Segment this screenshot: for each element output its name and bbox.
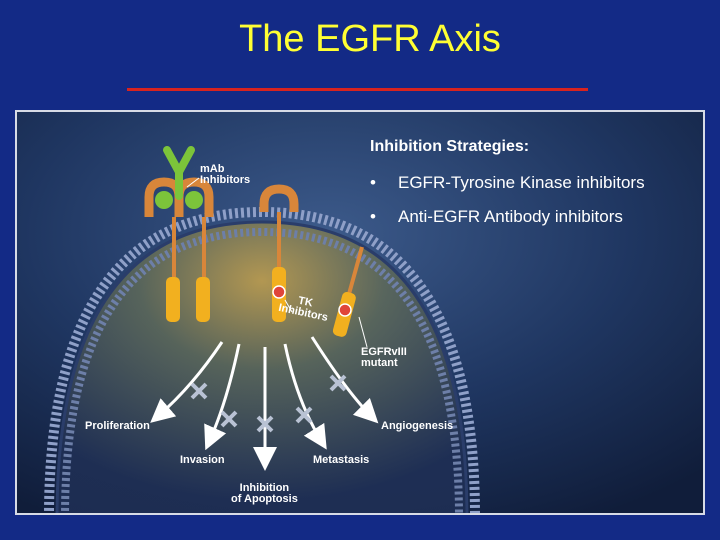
block-marks: [190, 374, 347, 433]
arrow-angiogenesis: [310, 336, 379, 424]
title-underline: [127, 88, 588, 91]
arrow-invasion: [204, 343, 241, 451]
tk-receptor: [259, 184, 299, 322]
outcome-apoptosis: Inhibition of Apoptosis: [231, 482, 298, 505]
bullet: •: [370, 173, 376, 192]
strategy-item-antibody: • Anti-EGFR Antibody inhibitors: [370, 207, 700, 227]
strategy-label: Anti-EGFR Antibody inhibitors: [398, 207, 623, 226]
outcome-angiogenesis: Angiogenesis: [381, 420, 454, 432]
bullet: •: [370, 207, 376, 226]
egfrviii-mutant-label: EGFRvIII mutant: [361, 346, 407, 369]
antibody-icon: [163, 146, 195, 200]
block-x-2: [220, 410, 238, 428]
outcome-invasion: Invasion: [180, 454, 225, 466]
strategies-heading: Inhibition Strategies:: [370, 138, 530, 155]
outcome-metastasis: Metastasis: [313, 454, 370, 466]
egfrviii-receptor: [332, 246, 368, 348]
strategy-item-tki: • EGFR-Tyrosine Kinase inhibitors: [370, 173, 700, 193]
block-x-3: [256, 415, 274, 433]
block-x-4: [295, 406, 313, 424]
block-x-5: [329, 374, 347, 392]
mutant-inhibitor-marker: [338, 303, 352, 317]
mab-inhibitors-label: mAb Inhibitors: [200, 163, 251, 186]
arrow-proliferation: [150, 341, 224, 423]
inhibition-strategies: Inhibition Strategies: • EGFR-Tyrosine K…: [370, 138, 700, 241]
egfr-pathway-diagram: [17, 112, 703, 513]
signal-arrows: [150, 336, 379, 471]
slide-title: The EGFR Axis: [239, 18, 501, 60]
strategy-label: EGFR-Tyrosine Kinase inhibitors: [398, 173, 645, 192]
mab-receptor-pair: [144, 146, 214, 322]
outcome-proliferation: Proliferation: [85, 420, 150, 432]
cell-interior: [57, 222, 467, 513]
diagram-panel: Inhibition Strategies: • EGFR-Tyrosine K…: [15, 110, 705, 515]
arrow-metastasis: [283, 343, 327, 450]
block-x-1: [190, 382, 208, 400]
tk-inhibitor-marker: [272, 285, 286, 299]
